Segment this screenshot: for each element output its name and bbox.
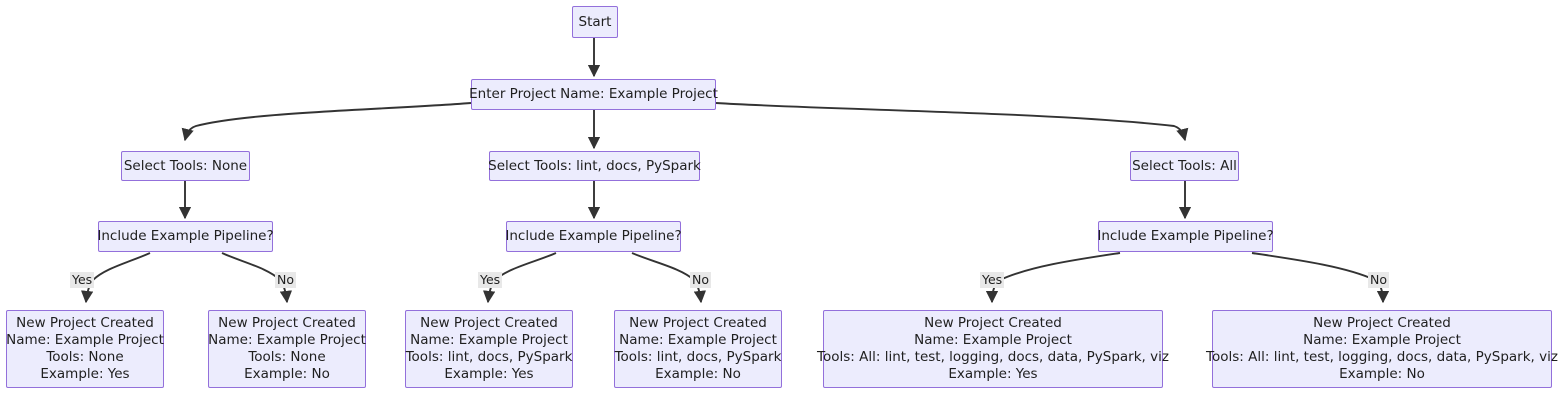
node-result-none-no[interactable]: New Project Created Name: Example Projec… bbox=[208, 310, 366, 388]
edge-label-all-no: No bbox=[1368, 272, 1389, 288]
node-include-pipeline-some-line-0: Include Example Pipeline? bbox=[505, 228, 682, 244]
node-result-none-yes-line-0: New Project Created bbox=[16, 315, 154, 331]
edge-label-all-yes: Yes bbox=[980, 272, 1005, 288]
node-result-all-yes-line-3: Example: Yes bbox=[948, 366, 1038, 382]
node-include-pipeline-all[interactable]: Include Example Pipeline? bbox=[1097, 221, 1274, 252]
edge-label-some-yes: Yes bbox=[478, 272, 503, 288]
node-result-none-yes-line-2: Tools: None bbox=[46, 349, 124, 365]
node-result-none-yes-line-1: Name: Example Project bbox=[6, 332, 164, 348]
node-result-none-yes[interactable]: New Project Created Name: Example Projec… bbox=[6, 310, 164, 388]
node-enter-project-name-line-0: Enter Project Name: Example Project bbox=[469, 86, 718, 102]
node-result-none-yes-line-3: Example: Yes bbox=[40, 366, 130, 382]
node-result-some-yes-line-2: Tools: lint, docs, PySpark bbox=[405, 349, 573, 365]
node-result-all-yes-line-0: New Project Created bbox=[924, 315, 1062, 331]
node-include-pipeline-none-line-0: Include Example Pipeline? bbox=[97, 228, 274, 244]
node-result-all-yes-line-2: Tools: All: lint, test, logging, docs, d… bbox=[817, 349, 1169, 365]
node-result-none-no-line-2: Tools: None bbox=[248, 349, 326, 365]
edge-pipe-none-yes bbox=[80, 252, 151, 304]
node-select-tools-some-line-0: Select Tools: lint, docs, PySpark bbox=[488, 157, 701, 174]
node-include-pipeline-some[interactable]: Include Example Pipeline? bbox=[505, 221, 682, 252]
node-select-tools-some[interactable]: Select Tools: lint, docs, PySpark bbox=[488, 151, 701, 181]
node-result-some-no[interactable]: New Project Created Name: Example Projec… bbox=[614, 310, 782, 388]
node-result-some-no-line-0: New Project Created bbox=[629, 315, 767, 331]
edge-entername-to-tools-all bbox=[715, 102, 1189, 142]
node-start-line-0: Start bbox=[578, 13, 612, 30]
node-include-pipeline-all-line-0: Include Example Pipeline? bbox=[1097, 228, 1274, 244]
node-result-all-no-line-1: Name: Example Project bbox=[1303, 332, 1461, 348]
node-result-none-no-line-0: New Project Created bbox=[218, 315, 356, 331]
node-select-tools-none-line-0: Select Tools: None bbox=[123, 157, 248, 174]
edge-label-some-no: No bbox=[690, 272, 711, 288]
node-result-some-yes-line-1: Name: Example Project bbox=[410, 332, 568, 348]
node-result-all-no[interactable]: New Project Created Name: Example Projec… bbox=[1206, 310, 1558, 388]
edge-label-none-yes: Yes bbox=[70, 272, 95, 288]
node-result-some-yes-line-3: Example: Yes bbox=[444, 366, 534, 382]
node-result-all-no-line-3: Example: No bbox=[1339, 366, 1425, 382]
node-result-all-no-line-0: New Project Created bbox=[1313, 315, 1451, 331]
node-enter-project-name[interactable]: Enter Project Name: Example Project bbox=[469, 79, 718, 110]
node-start[interactable]: Start bbox=[572, 6, 618, 38]
node-result-none-no-line-1: Name: Example Project bbox=[208, 332, 366, 348]
node-select-tools-all[interactable]: Select Tools: All bbox=[1130, 151, 1239, 181]
node-result-some-no-line-3: Example: No bbox=[655, 366, 741, 382]
node-result-some-yes-line-0: New Project Created bbox=[420, 315, 558, 331]
node-result-some-no-line-1: Name: Example Project bbox=[619, 332, 777, 348]
edge-pipe-all-no bbox=[1251, 252, 1390, 304]
node-include-pipeline-none[interactable]: Include Example Pipeline? bbox=[97, 221, 274, 252]
node-select-tools-none[interactable]: Select Tools: None bbox=[121, 151, 250, 181]
node-result-all-yes-line-1: Name: Example Project bbox=[914, 332, 1072, 348]
edge-entername-to-tools-none bbox=[181, 102, 472, 142]
node-result-all-yes[interactable]: New Project Created Name: Example Projec… bbox=[817, 310, 1169, 388]
edge-pipe-all-yes bbox=[985, 252, 1121, 304]
node-select-tools-all-line-0: Select Tools: All bbox=[1132, 157, 1237, 174]
node-result-all-no-line-2: Tools: All: lint, test, logging, docs, d… bbox=[1206, 349, 1558, 365]
node-result-some-yes[interactable]: New Project Created Name: Example Projec… bbox=[405, 310, 573, 388]
edge-label-none-no: No bbox=[275, 272, 296, 288]
node-result-none-no-line-3: Example: No bbox=[244, 366, 330, 382]
node-result-some-no-line-2: Tools: lint, docs, PySpark bbox=[614, 349, 782, 365]
